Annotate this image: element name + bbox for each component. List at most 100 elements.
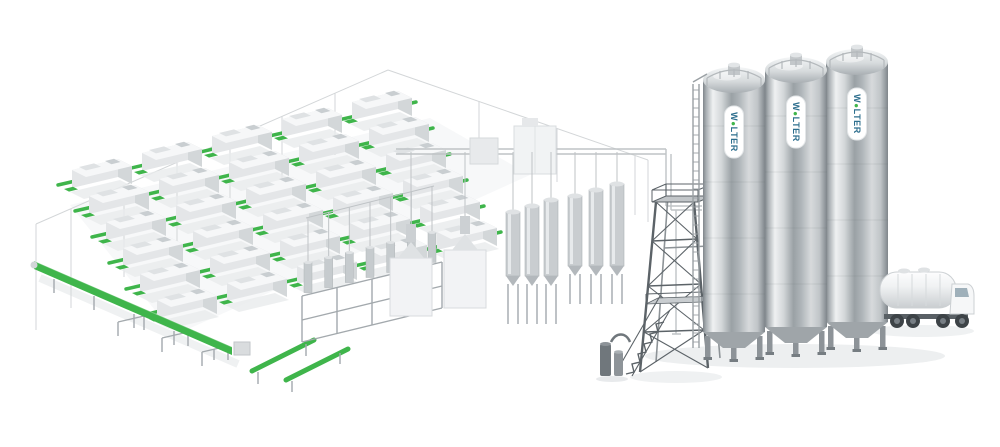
parts-bin (361, 144, 375, 150)
tank-hatch (898, 268, 910, 274)
loader-filter (614, 352, 623, 376)
loader-shadow (596, 376, 628, 382)
machine-shadow (104, 232, 168, 251)
clamp-unit (332, 133, 348, 140)
incline-belt (283, 346, 351, 383)
silo: W●LTER (765, 52, 827, 357)
hopper-cone (525, 276, 539, 286)
machine-shadow (261, 224, 325, 243)
machine-top (193, 220, 253, 238)
machine (308, 159, 378, 200)
silo-leg (731, 338, 737, 360)
silo-leg (819, 331, 825, 353)
machine (132, 262, 202, 303)
machine (204, 124, 274, 165)
incline-belt (249, 337, 317, 374)
machine (291, 133, 361, 174)
drying-hopper (524, 152, 540, 324)
machine (185, 219, 255, 260)
machine-hood (217, 250, 239, 258)
machine-top (386, 143, 446, 161)
sorting-conveyors (233, 337, 351, 392)
machine-top (106, 211, 166, 229)
clamp-unit (262, 150, 278, 157)
machine-shadow (210, 146, 274, 165)
dryer-cabinets (389, 152, 487, 317)
silo-leg (854, 328, 860, 350)
dosing-unit-top (366, 245, 374, 249)
silo-brand-label: W●LTER (852, 94, 862, 134)
machine-hood (323, 164, 345, 172)
silo-cone (765, 327, 827, 343)
machine-shadow (401, 190, 465, 209)
brand-o-dot: ● (729, 121, 738, 126)
silo-leg (705, 336, 711, 358)
parts-bin (98, 238, 112, 244)
machine-hood (340, 190, 362, 198)
machine-hood (306, 138, 328, 146)
machine (115, 236, 185, 277)
parts-bin (378, 170, 392, 176)
parts-bin (221, 178, 235, 184)
silo-dome (765, 57, 827, 83)
machine-shadow (121, 258, 185, 277)
machine (361, 116, 431, 157)
machine (81, 184, 151, 225)
silo-foot (826, 347, 835, 350)
machine (274, 107, 344, 148)
ladder-top-rail (692, 73, 708, 83)
drying-hopper (505, 152, 521, 324)
machine (151, 167, 221, 208)
machine-hood (166, 172, 188, 180)
dosing-unit-top (304, 261, 312, 265)
machine-shadow (244, 198, 308, 217)
hopper-cone (544, 276, 558, 286)
hopper-highlight (508, 214, 511, 274)
machine-top (159, 168, 219, 186)
vacuum-loader (596, 333, 632, 382)
tank-hatch (918, 267, 930, 273)
machine-hood (270, 207, 292, 215)
hopper-cone (589, 266, 603, 276)
machine-shadow (174, 215, 238, 234)
wall-columns-right (478, 101, 649, 222)
machine-hood (219, 129, 241, 137)
stand (117, 315, 145, 336)
clamp-unit (122, 184, 138, 191)
dosing-unit-top (345, 251, 354, 255)
clamp-unit (209, 193, 225, 200)
machine (272, 228, 342, 269)
dryer-neck (406, 224, 416, 242)
silo-label-pill (847, 87, 867, 141)
cabinet-top-unit (522, 118, 538, 126)
machine-hood (96, 189, 118, 197)
loader-body (600, 344, 611, 376)
conveyor-belt (34, 261, 232, 355)
clamp-unit (245, 124, 261, 131)
drying-hopper (609, 152, 625, 304)
dosing-unit-top (324, 256, 333, 260)
clamp-unit (349, 159, 365, 166)
machine-hood (79, 163, 101, 171)
machine-row (90, 142, 452, 251)
parts-bin (274, 135, 288, 141)
machine-shadow (297, 155, 361, 174)
tower-braces (639, 201, 709, 373)
conveyor-legs (53, 279, 215, 360)
machine (64, 158, 134, 199)
hopper-highlight (570, 198, 573, 264)
filter-top (614, 350, 623, 354)
clamp-unit (385, 90, 401, 97)
parts-bin (308, 187, 322, 193)
rack-legs (301, 262, 443, 342)
machine-hood (236, 155, 258, 163)
dosing-unit-top (428, 230, 436, 234)
machine-top (89, 185, 149, 203)
clamp-unit (139, 210, 155, 217)
parts-bin (202, 273, 216, 279)
machine-shadow (70, 180, 134, 199)
incline-legs (257, 344, 307, 384)
parts-bin (204, 152, 218, 158)
hopper-highlight (546, 202, 549, 274)
